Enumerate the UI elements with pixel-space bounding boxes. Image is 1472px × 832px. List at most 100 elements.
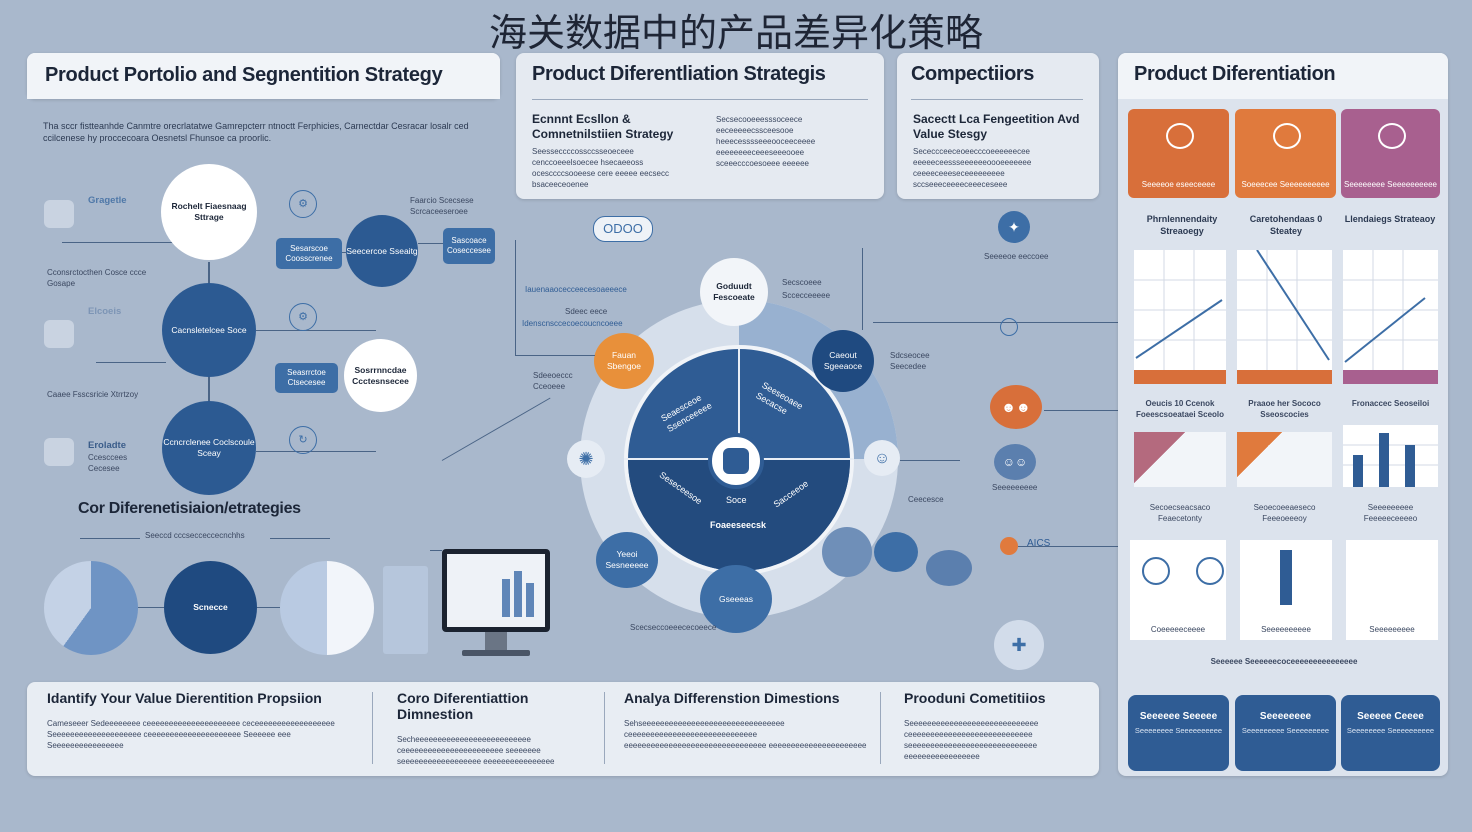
row3-label-2: Seoecoeeaeseco Feeeoeeeoy	[1253, 503, 1316, 523]
blue-box-1-title: Seeeeee Seeeee	[1139, 711, 1218, 722]
blue-box-2: Seeeeeeee Seeeeeeeee Seeeeeeeee	[1235, 695, 1336, 771]
pie-left	[44, 561, 138, 655]
row4-label-2: Seeeeeeeeee	[1261, 625, 1311, 634]
right-note-1: Secscoeee	[782, 278, 822, 287]
foot-label: Seeeeeeeee	[992, 483, 1038, 492]
person-icon: ☺	[864, 440, 900, 476]
doc-stack	[383, 566, 428, 654]
bottom-col-4-title: Prooduni Cometitiios	[904, 690, 1046, 706]
card-2: Soeeecee Seeeeeeeeee	[1235, 109, 1336, 198]
card-1: Seeeeoe eseeceeee	[1128, 109, 1229, 198]
center-heading: Product Diferentliation Strategis	[532, 63, 826, 85]
strategy-3: Llendaiegs Strateaoy	[1344, 214, 1436, 224]
bubble-bottom: Gseeeas	[700, 565, 772, 633]
bottom-col-1-title: Idantify Your Value Dierentition Propsii…	[47, 690, 322, 706]
pie-mid-label: Scnecce	[193, 602, 228, 612]
right-footer: Seeeeee Seeeeeecoceeeeeeeeeeeeeee	[1210, 657, 1358, 666]
bubble-br	[822, 527, 872, 577]
hub-right: Caeout Sgeeaoce	[812, 330, 874, 392]
right-heading: Product Diferentiation	[1134, 63, 1336, 85]
strategy-1: Phrnlennendaity Streaoegy	[1146, 214, 1218, 236]
bottom-col-1-body: Cameseeer Sedeeeeeeee ceeeeeeeeeeeeeeeee…	[47, 719, 335, 750]
card-3-label: Seeeeeeee Seeeeeeeeee	[1344, 180, 1437, 189]
orange-dot	[1000, 537, 1018, 555]
node-right: Seecercoe Sseaitg	[346, 215, 418, 287]
label-game: Caaee Fsscsricie Xtrrtzoy	[47, 390, 139, 399]
photo-1	[1134, 432, 1226, 487]
node-top: Rochelt Fiaesnaag Sttrage	[161, 164, 257, 260]
monitor-base	[462, 650, 530, 656]
bottom-col-3-body: Sehseeeeeeeeeeeeeeeeeeeeeeeeeeeeeeee cee…	[624, 719, 867, 750]
card-1-label: Seeeeoe eseeceeee	[1141, 180, 1216, 189]
card-3: Seeeeeeee Seeeeeeeeee	[1341, 109, 1440, 198]
label-elcoeis: Elcoeis	[88, 306, 122, 317]
team-icon: ✦	[998, 211, 1030, 243]
competitors-heading: Compectiiors	[911, 63, 1035, 85]
hub-top-label: Goduudt Fescoeate	[713, 281, 755, 302]
trend-chart-3	[1343, 250, 1438, 384]
blue-box-2-title: Seeeeeeee	[1259, 711, 1312, 722]
trend-chart-1	[1134, 250, 1226, 384]
users-icon: ☺☺	[994, 444, 1036, 480]
trend-chart-2	[1237, 249, 1332, 384]
left-note-3: Sdeec eece	[565, 307, 608, 316]
page-title: 海关数据中的产品差异化策略	[488, 11, 983, 55]
right-note-4: Ceecesce	[908, 495, 944, 504]
left-note-4: Sdeeoeccc Cceoeee	[533, 371, 573, 391]
competitors-panel	[897, 53, 1099, 199]
doc-card-2-bar	[1280, 550, 1292, 605]
label-contr: Cconsrctocthen Cosce ccce Gosape	[47, 268, 147, 288]
node-white-2-label: Sosrrnncdae Ccctesnsecee	[352, 364, 409, 386]
bottom-col-3: Analya Differenstion Dimestions Sehseeee…	[624, 690, 869, 751]
coin-icon-1	[1142, 557, 1170, 585]
bottom-col-4: Prooduni Cometitiios Seeeeeeeeeeeeeeeeee…	[904, 690, 1084, 762]
hub-left-label: Fauan Sbengoe	[606, 350, 642, 371]
bubble-bl-label: Yeeoi Sesneeeee	[605, 549, 649, 570]
left-note-1: Iauenaaocecceecesoaeeece	[525, 285, 627, 294]
row4-label-3: Seeeeeeeee	[1369, 625, 1415, 634]
bulb-icon	[1273, 123, 1301, 149]
left-panel-heading: Product Portolio and Segnentition Strate…	[27, 53, 500, 99]
pie-mid: Scnecce	[164, 561, 257, 654]
gear-icon: ⚙	[289, 303, 317, 331]
bottom-col-2: Coro Diferentiattion Dimnestion Secheeee…	[397, 690, 597, 767]
row2-label-2: Praaoe her Sococo Sseoscocies	[1248, 399, 1321, 419]
bottom-col-2-body: Secheeeeeeeeeeeeeeeeeeeeeeeeee ceeeeeeee…	[397, 735, 555, 766]
bubble-bl: Yeeoi Sesneeeee	[596, 532, 658, 588]
monitor-graphic	[442, 549, 550, 632]
bottom-col-3-title: Analya Differenstion Dimestions	[624, 690, 840, 706]
label-eroladte: Eroladte	[88, 440, 127, 451]
strategy-2: Caretohendaas 0 Steatey	[1249, 214, 1323, 236]
pie-right	[280, 561, 374, 655]
bottom-panel	[27, 682, 1099, 776]
row2-label-3: Fronaccec Seoseiloi	[1351, 399, 1430, 408]
core-sub: Seeccd cccsecceccecnchhs	[145, 531, 245, 540]
right-note-2: Sccecceeeee	[782, 291, 831, 300]
monitor-stand	[485, 632, 507, 650]
hub-top: Goduudt Fescoeate	[700, 258, 768, 326]
blue-box-3-sub: Seeeeeeee Seeeeeeeeee	[1346, 726, 1435, 735]
center-mid: Soce	[726, 495, 747, 505]
bar-chart-small	[1343, 425, 1438, 487]
center-bottom: Foaeeseecsk	[710, 520, 767, 530]
bubble-br-2	[874, 532, 918, 572]
center-panel	[516, 53, 884, 199]
right-note-3: Sdcseocee Seecedee	[890, 351, 930, 371]
group-icon: ☻☻	[990, 385, 1042, 429]
left-intro: Tha sccr fistteanhde Canmtre orecrlatatw…	[43, 121, 469, 143]
globe-icon: ✚	[994, 620, 1044, 670]
row3-label-3: Seeeeeeeee Feeeeeceeeeo	[1363, 503, 1418, 523]
doc-icon	[44, 200, 74, 228]
hub-left: Fauan Sbengoe	[594, 333, 654, 389]
node-mid-label: Cacnsletelcee Soce	[171, 324, 247, 335]
row4-label-1: Coeeeeeceeee	[1150, 625, 1206, 634]
blue-box-3: Seeeee Ceeee Seeeeeeee Seeeeeeeeee	[1341, 695, 1440, 771]
icon-label-1: Seeeeoe eeccoee	[984, 252, 1049, 261]
aics-label: AICS	[1027, 538, 1051, 549]
node-low-label: Ccncrclenee Coclscoule Sceay	[163, 437, 255, 458]
right-heading-bg	[1118, 53, 1448, 99]
bubble-br-3	[926, 550, 972, 586]
center-body-a: Seesseccccossccsseoeceee cenccoeeelsoece…	[532, 147, 669, 189]
book-icon	[44, 438, 74, 466]
node-low: Ccncrclenee Coclscoule Sceay	[162, 401, 256, 495]
